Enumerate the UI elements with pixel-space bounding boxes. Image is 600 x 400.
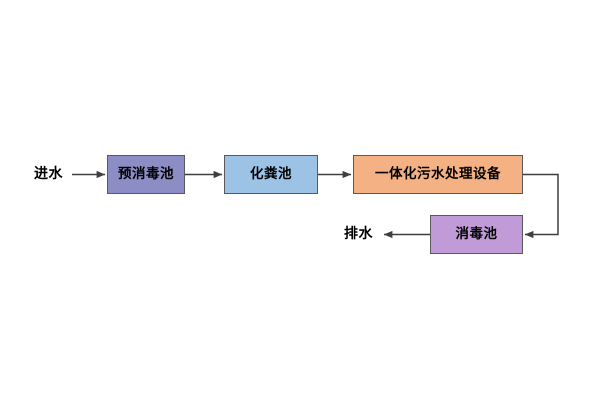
node-label-septic-tank: 化粪池 <box>250 165 292 182</box>
node-label-pre-disinfection: 预消毒池 <box>118 165 174 182</box>
terminal-label-influent: 进水 <box>34 166 63 182</box>
node-integrated-equipment[interactable]: 一体化污水处理设备 <box>353 155 523 194</box>
node-pre-disinfection[interactable]: 预消毒池 <box>107 155 185 194</box>
node-label-integrated-equipment: 一体化污水处理设备 <box>375 165 501 182</box>
node-label-disinfection-tank: 消毒池 <box>455 225 498 242</box>
node-disinfection-tank[interactable]: 消毒池 <box>430 215 523 254</box>
node-septic-tank[interactable]: 化粪池 <box>224 155 318 194</box>
connector-integrated-equipment-to-disinfection-tank <box>523 173 559 239</box>
terminal-label-effluent: 排水 <box>344 226 373 242</box>
